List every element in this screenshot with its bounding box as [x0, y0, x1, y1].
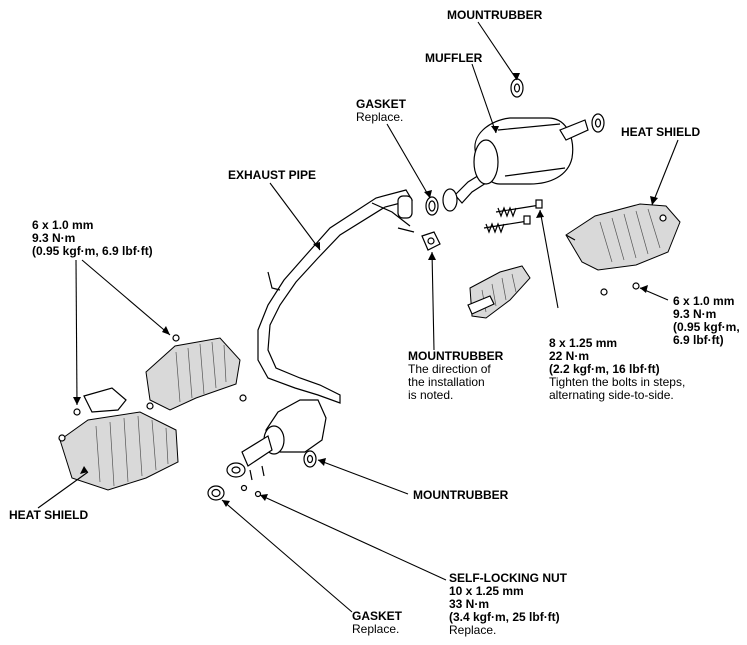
- label-exhaust-pipe: EXHAUST PIPE: [228, 168, 317, 182]
- gasket-top-drawing: [425, 196, 439, 216]
- catalyst-drawing: [226, 399, 327, 498]
- exhaust-pipe-drawing: [257, 189, 415, 404]
- muffler-drawing: [442, 117, 589, 212]
- label-heat-shield-right: HEAT SHIELD: [621, 125, 701, 139]
- label-gasket-top: GASKET Replace.: [356, 97, 407, 124]
- label-self-locking-nut: SELF-LOCKING NUT 10 x 1.25 mm 33 N·m (3.…: [449, 571, 567, 637]
- gasket-bottom-drawing: [207, 485, 225, 501]
- hanger-drawing: [267, 271, 281, 291]
- mountrubber-lower-drawing: [303, 450, 317, 468]
- label-mountrubber-mid: MOUNTRUBBER The direction of the install…: [408, 349, 504, 402]
- mountrubber-mid-drawing: [421, 231, 441, 251]
- label-bolt-left: 6 x 1.0 mm 9.3 N·m (0.95 kgf·m, 6.9 lbf·…: [32, 218, 153, 258]
- mountrubber-top-drawing: [510, 78, 605, 133]
- leader-lines: [37, 21, 679, 613]
- bolt-spring-drawing: [483, 199, 543, 234]
- label-mountrubber-lower: MOUNTRUBBER: [413, 488, 509, 502]
- label-bolt-center: 8 x 1.25 mm 22 N·m (2.2 kgf·m, 16 lbf·ft…: [549, 336, 686, 402]
- label-gasket-bottom: GASKET Replace.: [352, 609, 403, 636]
- label-muffler: MUFFLER: [425, 51, 483, 65]
- label-bolt-right: 6 x 1.0 mm 9.3 N·m (0.95 kgf·m, 6.9 lbf·…: [673, 294, 740, 347]
- label-mountrubber-top: MOUNTRUBBER: [447, 8, 543, 22]
- heat-shield-right-drawing: [565, 203, 681, 296]
- center-shield-drawing: [467, 265, 531, 319]
- heat-shield-left-drawing: [58, 334, 247, 491]
- label-heat-shield-left: HEAT SHIELD: [9, 508, 89, 522]
